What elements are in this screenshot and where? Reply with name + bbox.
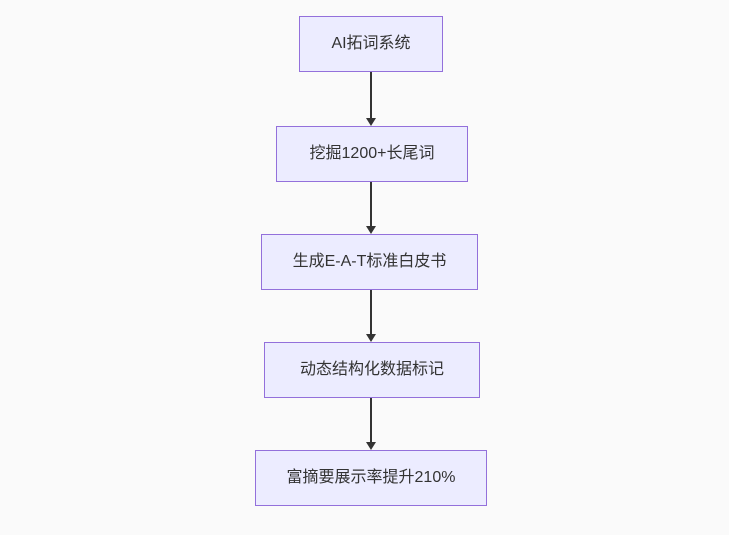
arrow-shaft [370, 72, 372, 118]
flow-node-longtail-mining: 挖掘1200+长尾词 [276, 126, 468, 182]
arrow-head-icon [366, 226, 376, 234]
arrow-head-icon [366, 118, 376, 126]
arrow-shaft [370, 290, 372, 334]
arrow-head-icon [366, 442, 376, 450]
arrow-down-icon [366, 398, 376, 450]
flow-node-ai-word-system: AI拓词系统 [299, 16, 443, 72]
flow-node-eat-whitepaper: 生成E-A-T标准白皮书 [261, 234, 478, 290]
arrow-head-icon [366, 334, 376, 342]
arrow-shaft [370, 182, 372, 226]
arrow-down-icon [366, 182, 376, 234]
flow-node-structured-data: 动态结构化数据标记 [264, 342, 480, 398]
arrow-down-icon [366, 290, 376, 342]
flow-node-rich-snippet-result: 富摘要展示率提升210% [255, 450, 487, 506]
arrow-down-icon [366, 72, 376, 126]
arrow-shaft [370, 398, 372, 442]
